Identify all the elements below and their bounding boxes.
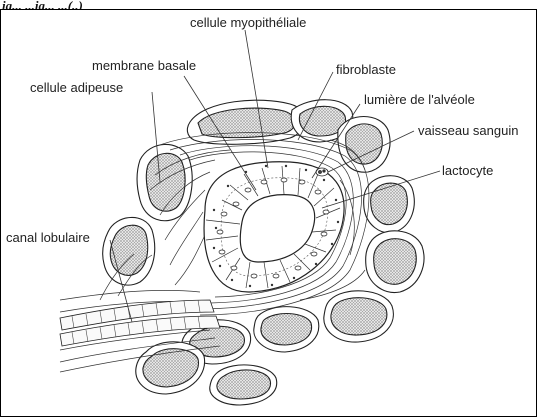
label-myoepithelial-cell: cellule myopithéliale (190, 15, 306, 30)
adipose-cell (137, 144, 192, 220)
alveolus (204, 162, 344, 292)
adipose-cell (254, 307, 319, 352)
adipose-cell (366, 231, 424, 293)
label-lobular-duct: canal lobulaire (6, 230, 90, 245)
label-basement-membrane: membrane basale (92, 58, 196, 73)
adipose-cell (103, 217, 155, 285)
adipose-cell (210, 365, 277, 405)
adipose-cell (136, 342, 205, 394)
label-adipose-cell: cellule adipeuse (30, 80, 123, 95)
adipose-cell (187, 100, 305, 144)
adipose-cell (324, 291, 394, 342)
adipose-cell (364, 176, 415, 233)
label-blood-vessel: vaisseau sanguin (418, 123, 518, 138)
leader-myoepithelial-cell (245, 30, 268, 168)
label-lactocyte: lactocyte (442, 163, 493, 178)
label-alveolus-lumen: lumière de l'alvéole (364, 92, 475, 107)
label-fibroblast: fibroblaste (336, 62, 396, 77)
